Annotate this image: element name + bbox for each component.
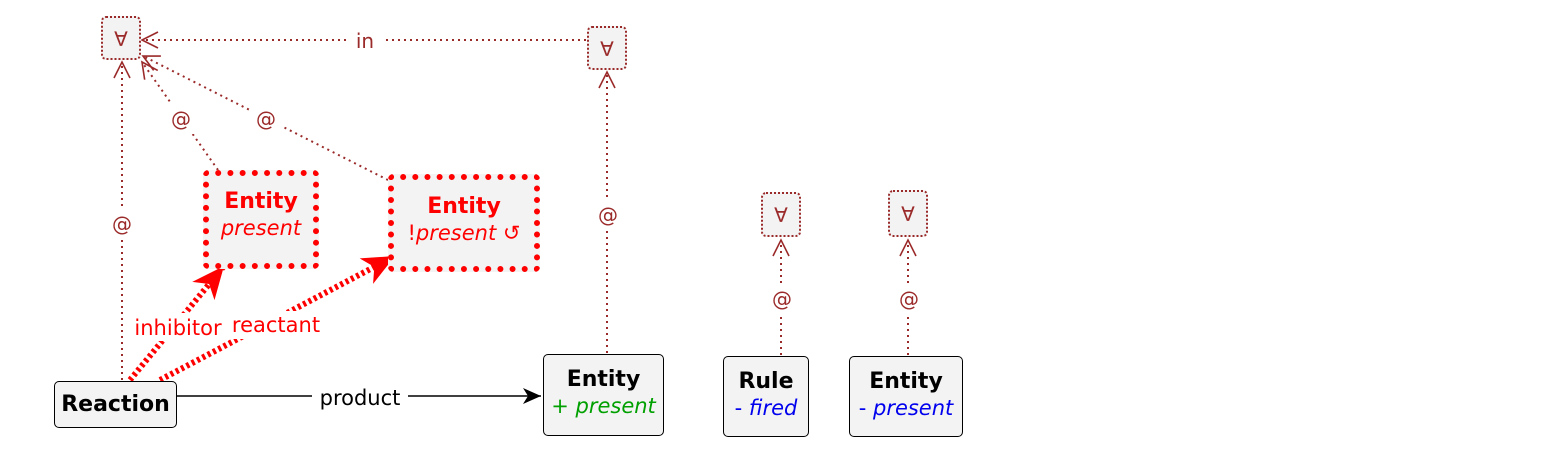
reaction-node[interactable]: Reaction (54, 381, 177, 428)
forall-node-entity-removed[interactable]: ∀ (888, 190, 928, 237)
entity-removed-attr-line: - present (850, 395, 962, 421)
refresh-icon: ↺ (502, 221, 521, 245)
label-at-rule: @ (772, 287, 792, 311)
forall-node-rule[interactable]: ∀ (761, 192, 801, 237)
entity-product-prefix: + (551, 394, 569, 418)
entity-not-present-name: Entity (427, 194, 501, 219)
rule-node[interactable]: Rule - fired (723, 356, 809, 437)
entity-not-present-attr-line: !present ↺ (394, 220, 534, 246)
label-at-entity-removed: @ (899, 287, 919, 311)
rule-attr-line: - fired (724, 395, 808, 421)
label-at-reaction: @ (112, 212, 132, 236)
label-inhibitor: inhibitor (134, 316, 222, 340)
forall-symbol: ∀ (600, 37, 614, 61)
reaction-node-name: Reaction (61, 392, 170, 417)
forall-node-top-left[interactable]: ∀ (101, 16, 141, 60)
label-at-entity-present: @ (171, 107, 191, 131)
rule-name: Rule (738, 369, 794, 394)
rule-prefix: - (734, 396, 743, 420)
entity-product-node[interactable]: Entity + present (543, 354, 664, 436)
forall-symbol: ∀ (774, 203, 788, 227)
rule-attr: fired (748, 396, 798, 420)
forall-node-top-right[interactable]: ∀ (587, 26, 627, 70)
entity-product-attr-line: + present (544, 393, 663, 419)
entity-present-attr: present (220, 216, 302, 240)
entity-removed-prefix: - (858, 396, 867, 420)
entity-present-node[interactable]: Entity present (203, 170, 319, 269)
entity-not-present-node[interactable]: Entity !present ↺ (388, 174, 540, 272)
forall-symbol: ∀ (114, 27, 128, 51)
entity-present-name: Entity (224, 189, 298, 214)
label-at-entity-product: @ (598, 203, 618, 227)
entity-product-name: Entity (566, 367, 641, 392)
forall-symbol: ∀ (901, 202, 915, 226)
entity-removed-attr: present (872, 396, 954, 420)
label-reactant: reactant (232, 313, 320, 337)
label-in: in (356, 29, 374, 53)
entity-not-present-attr: present (415, 221, 497, 245)
entity-product-attr: present (575, 394, 656, 418)
entity-not-present-prefix: ! (407, 221, 416, 245)
edge-entity-not-present-forall (141, 55, 389, 181)
entity-removed-node[interactable]: Entity - present (849, 356, 963, 437)
entity-removed-name: Entity (869, 369, 943, 394)
label-product: product (320, 386, 401, 410)
label-at-entity-not-present: @ (256, 107, 276, 131)
